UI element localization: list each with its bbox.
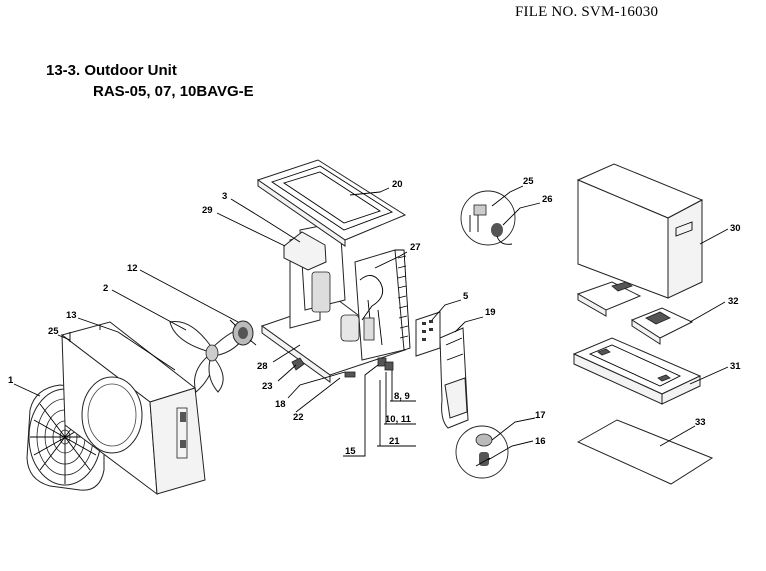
file-number: FILE NO. SVM-16030 — [515, 4, 659, 20]
front-cabinet-drawing — [60, 321, 206, 496]
valve-cover-drawing — [439, 327, 469, 429]
callout-13: 13 — [66, 310, 77, 321]
callout-21: 21 — [389, 436, 400, 447]
bottom-packing-drawing — [572, 337, 702, 405]
partition-top-drawing — [283, 231, 327, 271]
callout-5: 5 — [463, 291, 469, 302]
leader-lines — [13, 185, 729, 461]
model-numbers: RAS-05, 07, 10BAVG-E — [93, 83, 254, 100]
callout-33: 33 — [695, 417, 706, 428]
callout-8-9: 8, 9 — [394, 391, 410, 402]
clip-drawing — [291, 357, 305, 371]
callout-10-11: 10, 11 — [385, 414, 412, 425]
carton-box-drawing — [576, 163, 704, 299]
fan-motor-drawing — [229, 319, 257, 346]
callout-27: 27 — [410, 242, 421, 253]
callout-19: 19 — [485, 307, 496, 318]
callout-29: 29 — [202, 205, 213, 216]
callout-32: 32 — [728, 296, 739, 307]
callout-25: 25 — [523, 176, 534, 187]
valve-coil-drawing — [460, 190, 516, 246]
section-title: 13-3. Outdoor Unit — [46, 62, 177, 79]
callout-16: 16 — [535, 436, 546, 447]
top-cover-drawing — [256, 159, 407, 247]
callout-31: 31 — [730, 361, 741, 372]
callout-28: 28 — [257, 361, 268, 372]
callout-labels: 1 25 13 2 12 3 29 20 25 26 27 5 19 28 23… — [8, 176, 741, 457]
callout-18: 18 — [275, 399, 286, 410]
callout-22: 22 — [293, 412, 304, 423]
callout-1: 1 — [8, 375, 14, 386]
callout-26: 26 — [542, 194, 553, 205]
callout-4: 3 — [222, 191, 227, 202]
callout-3: 25 — [48, 326, 59, 337]
callout-23: 23 — [262, 381, 273, 392]
callout-2: 2 — [103, 283, 108, 294]
callout-12: 12 — [127, 263, 138, 274]
cover-sheet-drawing — [576, 419, 714, 485]
sensor-detail-drawing — [455, 425, 509, 479]
callout-17: 17 — [535, 410, 546, 421]
top-packing-drawing — [576, 281, 694, 345]
callout-15: 15 — [345, 446, 356, 457]
callout-20: 20 — [392, 179, 403, 190]
terminal-cover-drawing — [415, 311, 441, 357]
callout-30: 30 — [730, 223, 741, 234]
